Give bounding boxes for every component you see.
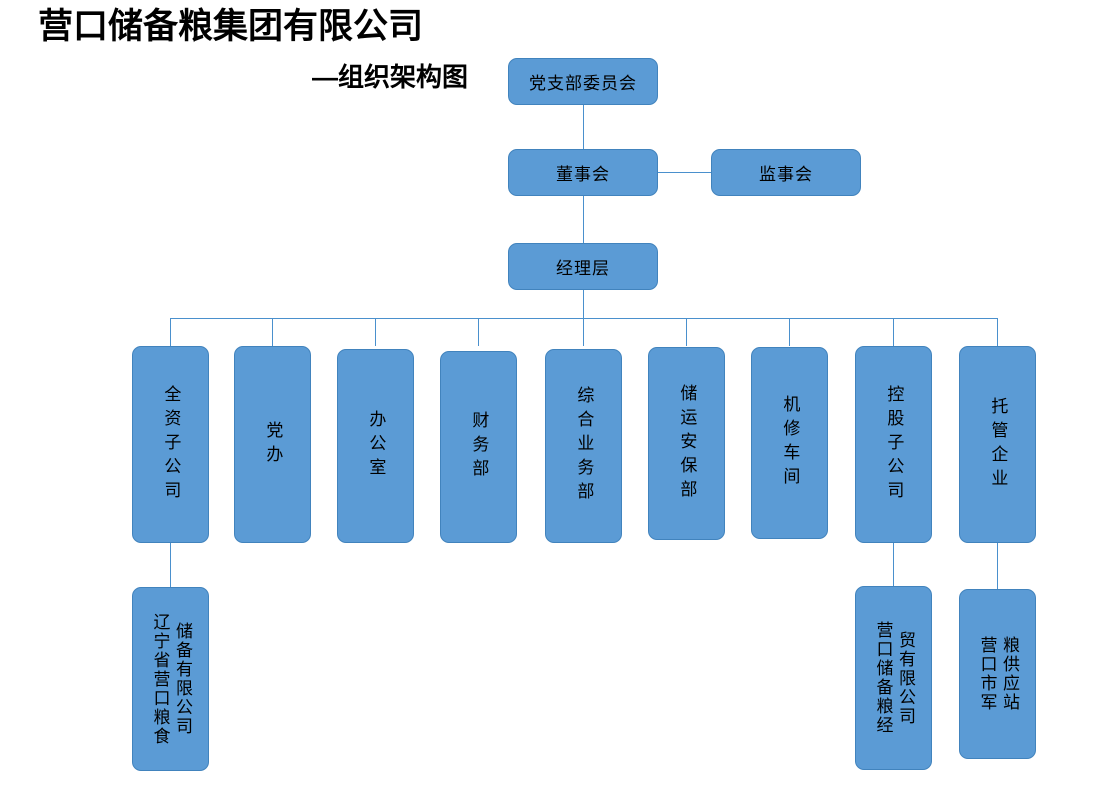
connector-drop-dept-9 [997,318,998,346]
node-label: 党支部委员会 [529,74,637,93]
node-label: 托管企业 [988,396,1008,493]
connector-drop-dept-2 [272,318,273,346]
node-label: 控股子公司 [884,384,904,505]
node-management[interactable]: 经理层 [508,243,658,290]
node-subsidiary-yingkou-grain-reserve-trade[interactable]: 贸有限公司 营口储备粮经 [855,586,932,770]
node-label: 经理层 [556,259,610,278]
connector-drop-dept-1 [170,318,171,346]
connector-board-to-supervisors [657,172,712,173]
connector-drop-dept-5 [583,318,584,346]
node-party-committee[interactable]: 党支部委员会 [508,58,658,105]
node-label: 粮供应站 营口市军 [977,636,1019,712]
node-department-general-office[interactable]: 办公室 [337,349,414,543]
node-label: 储备有限公司 辽宁省营口粮食 [150,612,192,746]
connector-subsidiary-1 [170,543,171,587]
node-label: 全资子公司 [161,384,181,505]
connector-drop-dept-8 [893,318,894,346]
node-label: 财务部 [469,411,489,483]
node-subsidiary-liaoning-yingkou-grain-reserve[interactable]: 储备有限公司 辽宁省营口粮食 [132,587,209,771]
node-subsidiary-yingkou-military-grain-station[interactable]: 粮供应站 营口市军 [959,589,1036,759]
node-department-storage-security[interactable]: 储运安保部 [648,347,725,540]
page-title: 营口储备粮集团有限公司 [38,7,424,46]
connector-drop-dept-7 [789,318,790,346]
node-department-integrated-business[interactable]: 综合业务部 [545,349,622,543]
node-label: 机修车间 [780,395,800,491]
node-department-wholly-owned-subsidiary[interactable]: 全资子公司 [132,346,209,543]
node-board-of-directors[interactable]: 董事会 [508,149,658,196]
connector-drop-dept-4 [478,318,479,346]
connector-subsidiary-3 [997,543,998,589]
node-label: 董事会 [556,165,610,184]
node-department-machine-repair-shop[interactable]: 机修车间 [751,347,828,539]
node-label: 办公室 [366,410,386,482]
connector-drop-dept-6 [686,318,687,346]
connector-party-to-board [583,104,584,151]
page-subtitle: —组织架构图 [312,62,469,92]
node-department-holding-subsidiary[interactable]: 控股子公司 [855,346,932,543]
connector-board-to-management [583,196,584,243]
node-label: 综合业务部 [574,386,594,506]
node-label: 贸有限公司 营口储备粮经 [873,621,915,735]
node-label: 监事会 [759,165,813,184]
node-department-trusteeship-enterprise[interactable]: 托管企业 [959,346,1036,543]
connector-drop-dept-3 [375,318,376,346]
node-department-party-office[interactable]: 党办 [234,346,311,543]
node-label: 储运安保部 [677,383,697,504]
node-board-of-supervisors[interactable]: 监事会 [711,149,861,196]
node-department-finance[interactable]: 财务部 [440,351,517,543]
connector-management-to-bus [583,290,584,319]
connector-subsidiary-2 [893,543,894,586]
node-label: 党办 [263,420,283,469]
